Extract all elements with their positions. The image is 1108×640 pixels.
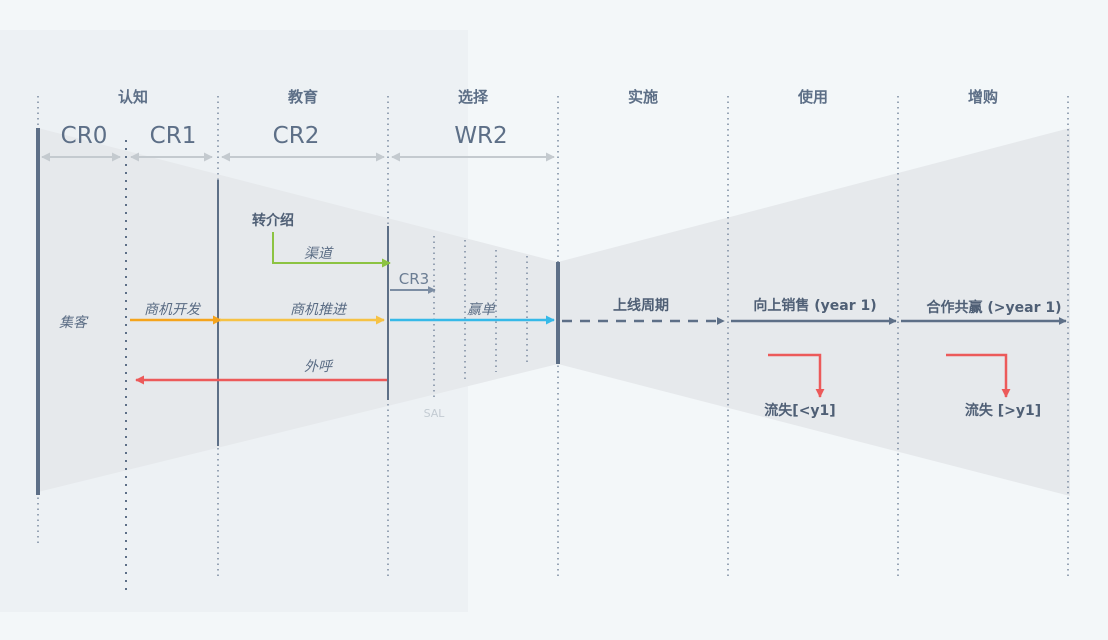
collect-label: 集客 [59,315,89,331]
churn-1-arrow [768,353,825,398]
funnel-left [38,128,558,492]
opportunity-push-label: 商机推进 [290,302,348,318]
segment-wr2: WR2 [454,123,507,149]
stage-education: 教育 [287,88,318,106]
stage-expansion: 增购 [968,88,998,106]
stage-usage: 使用 [797,88,828,106]
churn-2-arrow [946,353,1011,398]
channel-label: 渠道 [304,246,334,262]
upsell-label: 向上销售 (year 1) [753,297,876,314]
stage-awareness: 认知 [118,88,148,106]
win-win-label: 合作共赢 (>year 1) [927,299,1062,316]
outbound-label: 外呼 [304,359,334,375]
churn-2-label: 流失 [>y1] [965,402,1041,419]
channel-arrow [272,232,391,268]
sal-label: SAL [424,407,446,420]
segment-cr1: CR1 [150,123,197,149]
segment-cr2: CR2 [273,123,320,149]
segment-cr0: CR0 [61,123,108,149]
churn-1-label: 流失[<y1] [764,402,835,419]
cr3-label: CR3 [399,270,429,288]
referral-label: 转介绍 [252,212,294,229]
stage-implementation: 实施 [628,88,658,106]
sal-dotted-lines [433,236,528,398]
go-live-label: 上线周期 [613,297,669,314]
funnel-right [558,128,1070,496]
stage-selection: 选择 [458,88,489,106]
win-label: 赢单 [467,302,496,318]
opportunity-dev-label: 商机开发 [144,302,202,318]
